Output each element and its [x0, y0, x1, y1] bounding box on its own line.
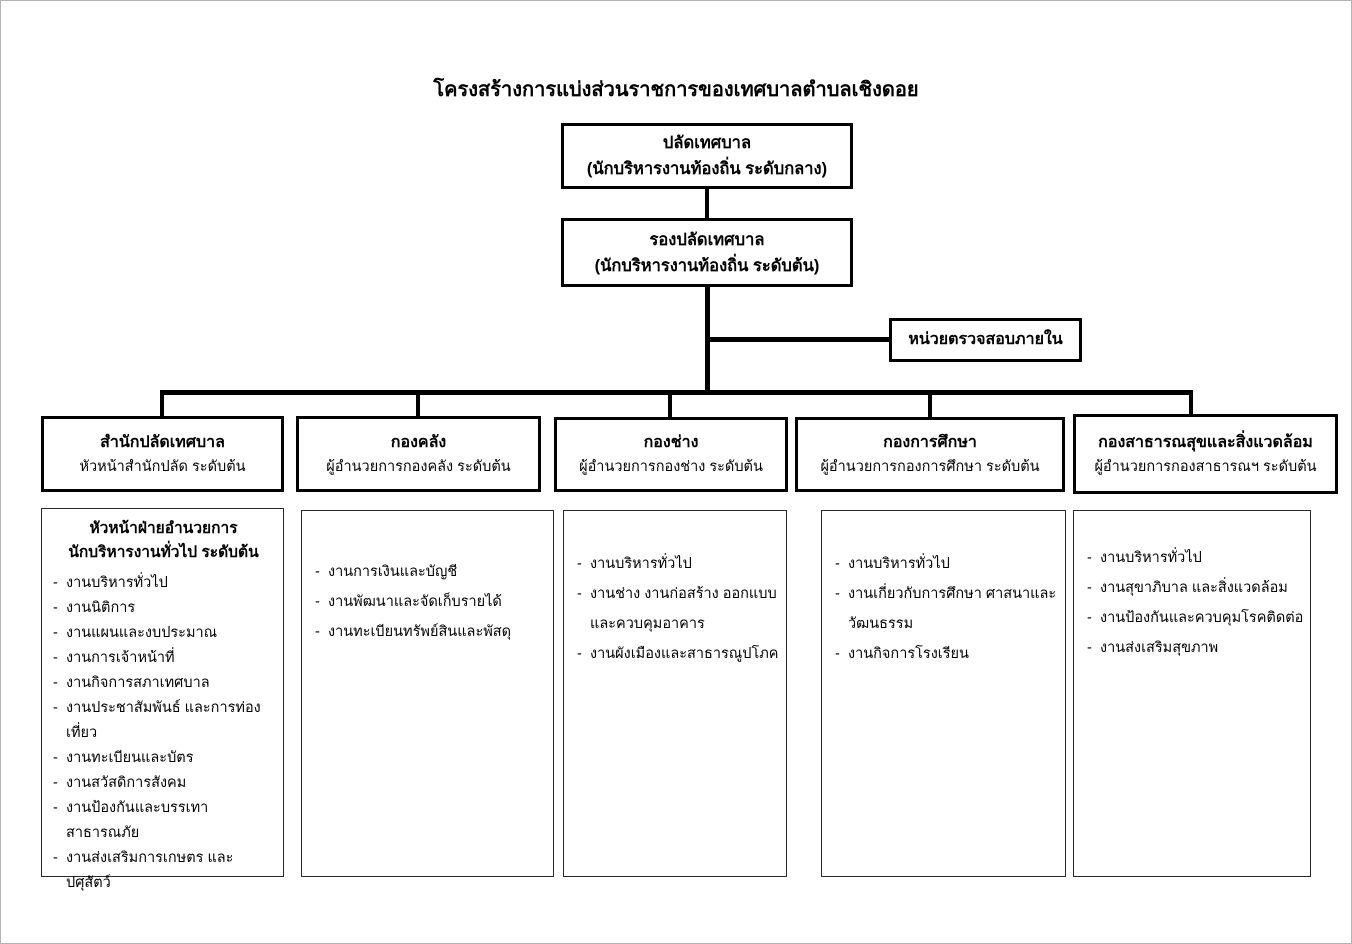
dept-items: งานบริหารทั่วไปงานสุขาภิบาล และสิ่งแวดล้…	[1084, 543, 1304, 663]
deputy-title: รองปลัดเทศบาล	[649, 230, 765, 249]
dept-title: กองการศึกษา	[883, 434, 977, 451]
dept-box-public-health: กองสาธารณสุขและสิ่งแวดล้อม ผู้อำนวยการกอ…	[1073, 414, 1338, 494]
internal-audit-label: หน่วยตรวจสอบภายใน	[908, 331, 1063, 348]
list-item: งานส่งเสริมการเกษตร และปศุสัตว์	[50, 846, 277, 896]
connector-audit-branch	[707, 337, 891, 342]
list-item: งานนิติการ	[50, 596, 277, 621]
dept-head: ผู้อำนวยการกองคลัง ระดับต้น	[326, 458, 511, 475]
dept-items: งานบริหารทั่วไปงานช่าง งานก่อสร้าง ออกแบ…	[574, 549, 780, 669]
dept-box-finance: กองคลัง ผู้อำนวยการกองคลัง ระดับต้น	[296, 416, 541, 492]
list-item: งานป้องกันและควบคุมโรคติดต่อ	[1084, 603, 1304, 633]
chart-title: โครงสร้างการแบ่งส่วนราชการของเทศบาลตำบลเ…	[433, 79, 919, 101]
dept-title: กองช่าง	[643, 434, 699, 451]
dept-head: ผู้อำนวยการกองสาธารณฯ ระดับต้น	[1094, 458, 1317, 475]
list-item: งานผังเมืองและสาธารณูปโภค	[574, 639, 780, 669]
internal-audit-box: หน่วยตรวจสอบภายใน	[889, 318, 1082, 362]
dept-title: กองสาธารณสุขและสิ่งแวดล้อม	[1098, 433, 1313, 451]
dept-head: หัวหน้าสำนักปลัด ระดับต้น	[79, 458, 246, 475]
list-item: งานกิจการโรงเรียน	[832, 639, 1059, 669]
deputy-subtitle: (นักบริหารงานท้องถิ่น ระดับต้น)	[594, 256, 820, 275]
connector-distribution-line	[160, 390, 1193, 395]
list-item: งานการเงินและบัญชี	[312, 557, 545, 587]
dept-list-finance: งานการเงินและบัญชีงานพัฒนาและจัดเก็บรายไ…	[301, 510, 554, 877]
dept-list-public-health: งานบริหารทั่วไปงานสุขาภิบาล และสิ่งแวดล้…	[1073, 510, 1311, 877]
section-head-line1: หัวหน้าฝ่ายอำนวยการ	[89, 520, 238, 537]
list-item: งานสุขาภิบาล และสิ่งแวดล้อม	[1084, 573, 1304, 603]
dept-items: งานบริหารทั่วไปงานนิติการงานแผนและงบประม…	[50, 571, 277, 896]
list-item: งานประชาสัมพันธ์ และการท่องเที่ยว	[50, 696, 277, 746]
list-item: งานทะเบียนและบัตร	[50, 746, 277, 771]
section-head-line2: นักบริหารงานทั่วไป ระดับต้น	[68, 544, 259, 561]
dept-box-engineering: กองช่าง ผู้อำนวยการกองช่าง ระดับต้น	[554, 417, 788, 492]
dept-items: งานการเงินและบัญชีงานพัฒนาและจัดเก็บรายไ…	[312, 557, 545, 647]
list-item: งานบริหารทั่วไป	[50, 571, 277, 596]
list-item: งานเกี่ยวกับการศึกษา ศาสนาและวัฒนธรรม	[832, 579, 1059, 639]
list-item: งานแผนและงบประมาณ	[50, 621, 277, 646]
connector-drop-4	[928, 390, 932, 419]
dept-title: กองคลัง	[390, 433, 447, 451]
dept-head: ผู้อำนวยการกองช่าง ระดับต้น	[579, 459, 763, 475]
dept-items: งานบริหารทั่วไปงานเกี่ยวกับการศึกษา ศาสน…	[832, 549, 1059, 669]
connector-drop-3	[668, 390, 672, 419]
dept-box-office-of-clerk: สำนักปลัดเทศบาล หัวหน้าสำนักปลัด ระดับต้…	[41, 416, 284, 492]
connector-drop-2	[416, 390, 420, 419]
list-item: งานส่งเสริมสุขภาพ	[1084, 633, 1304, 663]
list-item: งานบริหารทั่วไป	[1084, 543, 1304, 573]
list-item: งานช่าง งานก่อสร้าง ออกแบบ และควบคุมอาคา…	[574, 579, 780, 639]
deputy-clerk-box: รองปลัดเทศบาล (นักบริหารงานท้องถิ่น ระดั…	[561, 218, 853, 287]
clerk-box: ปลัดเทศบาล (นักบริหารงานท้องถิ่น ระดับกล…	[561, 123, 853, 189]
list-item: งานการเจ้าหน้าที่	[50, 646, 277, 671]
dept-box-education: กองการศึกษา ผู้อำนวยการกองการศึกษา ระดับ…	[795, 417, 1065, 492]
dept-head: ผู้อำนวยการกองการศึกษา ระดับต้น	[820, 459, 1040, 475]
dept-list-education: งานบริหารทั่วไปงานเกี่ยวกับการศึกษา ศาสน…	[821, 510, 1066, 877]
clerk-subtitle: (นักบริหารงานท้องถิ่น ระดับกลาง)	[586, 160, 828, 178]
connector-clerk-deputy	[705, 187, 709, 220]
connector-drop-1	[160, 390, 164, 419]
list-item: งานกิจการสภาเทศบาล	[50, 671, 277, 696]
connector-drop-5	[1189, 390, 1193, 419]
list-item: งานทะเบียนทรัพย์สินและพัสดุ	[312, 617, 545, 647]
dept-list-office-of-clerk: หัวหน้าฝ่ายอำนวยการ นักบริหารงานทั่วไป ร…	[41, 508, 284, 891]
list-item: งานบริหารทั่วไป	[574, 549, 780, 579]
dept-list-engineering: งานบริหารทั่วไปงานช่าง งานก่อสร้าง ออกแบ…	[563, 510, 787, 877]
dept-title: สำนักปลัดเทศบาล	[100, 433, 225, 451]
list-item: งานป้องกันและบรรเทาสาธารณภัย	[50, 796, 277, 846]
clerk-title: ปลัดเทศบาล	[662, 134, 752, 152]
list-item: งานสวัสดิการสังคม	[50, 771, 277, 796]
list-item: งานพัฒนาและจัดเก็บรายได้	[312, 587, 545, 617]
list-item: งานบริหารทั่วไป	[832, 549, 1059, 579]
